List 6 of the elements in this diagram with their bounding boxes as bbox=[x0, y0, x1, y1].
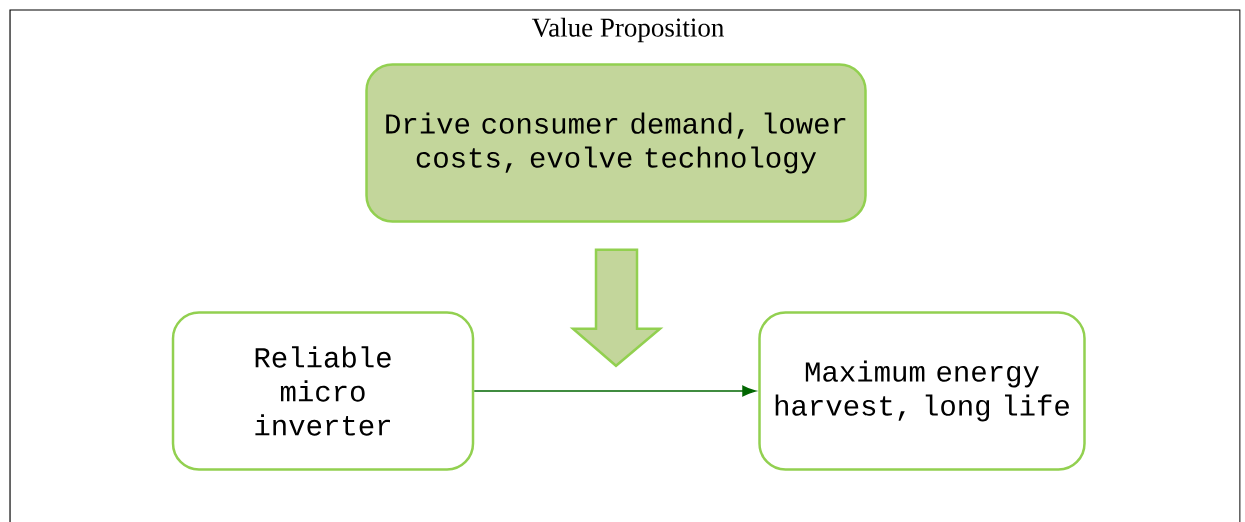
arrow bbox=[473, 385, 756, 397]
title: Value Proposition bbox=[531, 17, 724, 43]
block-arrow bbox=[569, 248, 664, 368]
process-box: Reliable micro inverter bbox=[171, 311, 475, 471]
process-box: Maximum energy harvest, long life bbox=[758, 311, 1086, 471]
process-box: Drive consumer demand, lower costs, evolve technology bbox=[365, 63, 867, 223]
